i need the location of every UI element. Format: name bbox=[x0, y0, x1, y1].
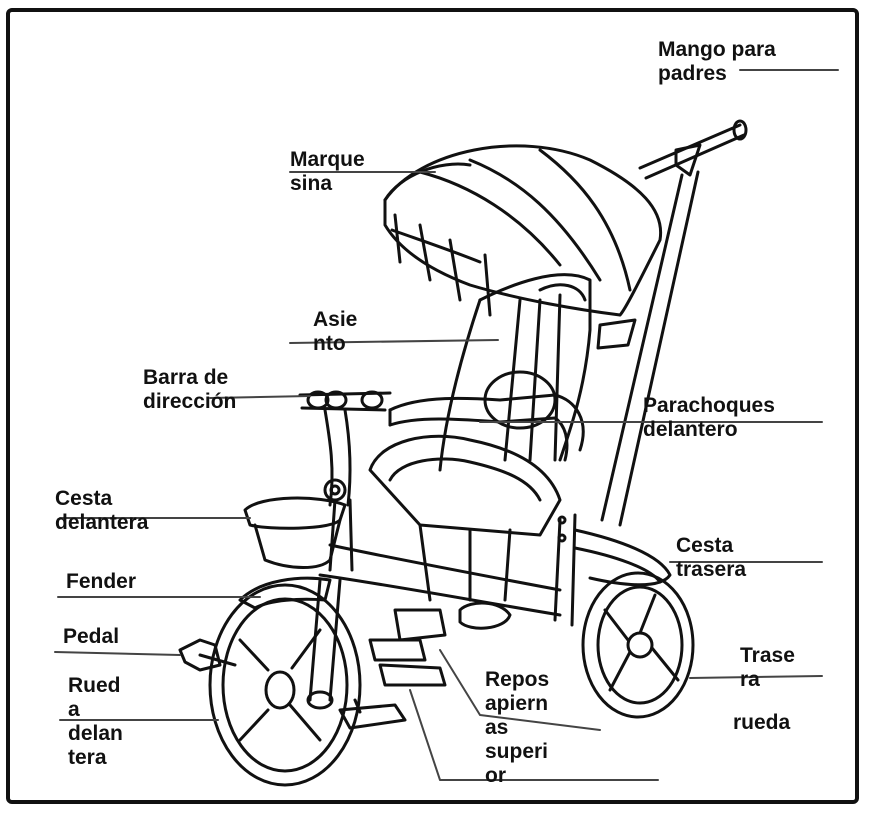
pedals-drawing bbox=[178, 638, 407, 730]
label-rear-wheel-1: Trase ra bbox=[740, 644, 795, 691]
label-seat: Asie nto bbox=[313, 308, 358, 355]
label-front-bumper: Parachoques delantero bbox=[643, 394, 775, 441]
leader-lines bbox=[54, 69, 839, 781]
footrest-drawing bbox=[368, 608, 447, 687]
label-parent-handle: Mango para padres bbox=[658, 38, 776, 85]
label-rear-wheel-2: rueda bbox=[733, 711, 791, 734]
front-wheel-drawing bbox=[208, 578, 362, 787]
diagram-frame bbox=[6, 8, 859, 804]
seat-drawing bbox=[438, 273, 592, 472]
frame-drawing bbox=[318, 513, 577, 627]
label-footrest: Repos apiern as superi or bbox=[485, 668, 550, 787]
label-canopy: Marque sina bbox=[290, 148, 365, 195]
label-front-wheel: Rued a delan tera bbox=[68, 674, 123, 769]
label-pedal: Pedal bbox=[63, 625, 120, 648]
seat-base-drawing bbox=[368, 434, 562, 602]
label-fender: Fender bbox=[66, 570, 137, 593]
label-handlebar: Barra de dirección bbox=[143, 366, 237, 413]
rear-wheel-drawing bbox=[458, 571, 695, 719]
handlebar-drawing bbox=[298, 390, 392, 572]
parent-handle-drawing bbox=[596, 119, 748, 527]
label-front-basket: Cesta delantera bbox=[55, 487, 149, 534]
front-basket-drawing bbox=[243, 496, 347, 569]
label-rear-basket: Cesta trasera bbox=[676, 534, 747, 581]
